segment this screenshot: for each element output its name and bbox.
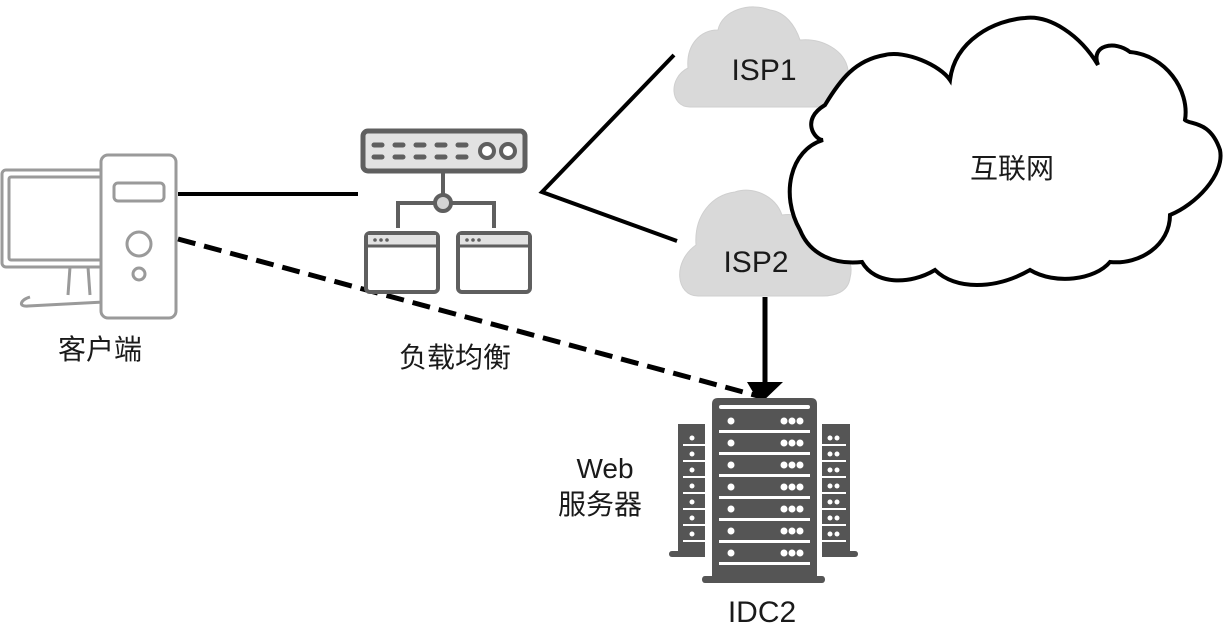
rack-led xyxy=(788,461,796,469)
client-label: 客户端 xyxy=(58,333,142,366)
rack-led xyxy=(834,531,840,537)
rack-led xyxy=(827,499,833,505)
rack-led xyxy=(780,505,788,513)
rack-led xyxy=(834,451,840,457)
internet-label: 互联网 xyxy=(970,152,1054,185)
rack-separator xyxy=(719,496,810,499)
rack-led xyxy=(788,527,796,535)
desktop-computer-icon xyxy=(0,153,178,320)
connections xyxy=(177,53,783,404)
rack-led xyxy=(689,531,695,537)
rack-led xyxy=(727,439,735,447)
rack-led xyxy=(689,499,695,505)
client-node: 客户端 xyxy=(0,153,178,366)
isp1-cloud-icon xyxy=(673,6,851,108)
internet-node: 互联网 xyxy=(787,15,1223,287)
isp2-label: ISP2 xyxy=(723,246,788,279)
rack-separator xyxy=(719,405,810,409)
rack-led xyxy=(780,417,788,425)
rack-separator xyxy=(683,540,705,542)
isp1-label: ISP1 xyxy=(731,54,796,87)
rack-led xyxy=(689,435,695,441)
rack-led xyxy=(834,499,840,505)
rack-led xyxy=(796,461,804,469)
arrowhead-icon xyxy=(747,382,783,404)
rack-led xyxy=(689,467,695,473)
rack-led xyxy=(727,461,735,469)
rack-led xyxy=(796,439,804,447)
rack-led xyxy=(796,549,804,557)
rack-led xyxy=(689,451,695,457)
web-server-label-line1: Web xyxy=(576,453,633,484)
rack-led xyxy=(834,467,840,473)
isp2-node: ISP2 xyxy=(679,189,852,297)
rack-led xyxy=(796,417,804,425)
isp1-node: ISP1 xyxy=(673,6,851,108)
rack-led xyxy=(796,505,804,513)
rack-led xyxy=(827,467,833,473)
rack-separator xyxy=(719,452,810,455)
rack-led xyxy=(780,461,788,469)
load-balancer-label: 负载均衡 xyxy=(399,341,511,374)
rack-led xyxy=(827,531,833,537)
rack-separator xyxy=(683,476,705,478)
rack-led xyxy=(788,439,796,447)
rack-led xyxy=(780,549,788,557)
rack-led xyxy=(727,505,735,513)
rack-separator xyxy=(683,460,705,462)
rack-separator xyxy=(822,476,846,478)
web-server-node: Web 服务器 IDC2 xyxy=(558,398,858,629)
rack-led xyxy=(780,527,788,535)
edge-lb-to-isp1-isp2 xyxy=(538,53,678,243)
load-balancer-icon xyxy=(360,128,532,294)
rack-separator xyxy=(719,474,810,477)
web-server-label-line2: 服务器 xyxy=(558,488,642,521)
rack-separator xyxy=(822,492,846,494)
rack-separator xyxy=(822,508,846,510)
rack-separator xyxy=(683,444,705,446)
rack-led xyxy=(727,527,735,535)
rack-separator xyxy=(683,492,705,494)
rack-led xyxy=(727,417,735,425)
rack-led xyxy=(834,515,840,521)
rack-led xyxy=(796,527,804,535)
server-rack-icon xyxy=(669,398,858,583)
rack-led xyxy=(780,483,788,491)
rack-separator xyxy=(683,524,705,526)
rack-separator xyxy=(683,508,705,510)
rack-separator xyxy=(822,460,846,462)
rack-separator xyxy=(719,540,810,543)
load-balancer-node: 负载均衡 xyxy=(360,128,532,374)
rack-led xyxy=(727,483,735,491)
rack-separator xyxy=(719,562,810,565)
rack-led xyxy=(727,549,735,557)
rack-led xyxy=(796,483,804,491)
rack-led xyxy=(689,515,695,521)
rack-led xyxy=(827,515,833,521)
rack-led xyxy=(788,549,796,557)
rack-separator xyxy=(719,518,810,521)
isp2-cloud-icon xyxy=(679,189,852,297)
rack-led xyxy=(689,483,695,489)
rack-led xyxy=(827,483,833,489)
idc-label: IDC2 xyxy=(728,596,796,629)
internet-cloud-icon xyxy=(787,15,1223,287)
rack-led xyxy=(780,439,788,447)
rack-led xyxy=(788,505,796,513)
rack-led xyxy=(834,483,840,489)
rack-led xyxy=(834,435,840,441)
edge-client-to-server-dashed xyxy=(177,236,759,399)
rack-led xyxy=(827,435,833,441)
rack-separator xyxy=(822,524,846,526)
rack-led xyxy=(827,451,833,457)
rack-led xyxy=(788,483,796,491)
rack-separator xyxy=(822,540,846,542)
rack-separator xyxy=(719,430,810,433)
rack-led xyxy=(788,417,796,425)
rack-separator xyxy=(822,444,846,446)
